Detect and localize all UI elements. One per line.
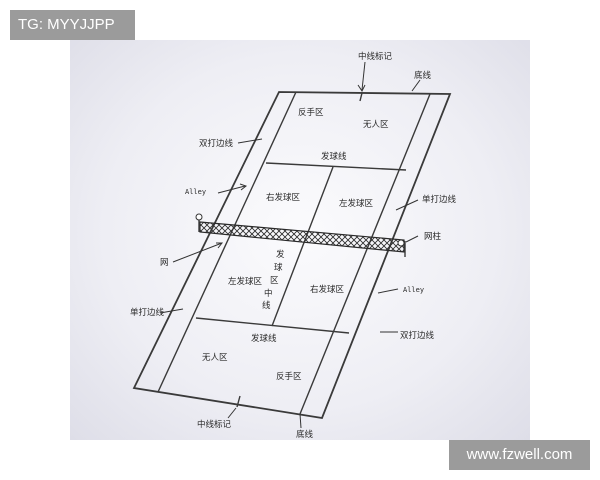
label-right-service-box-bottom: 右发球区 xyxy=(310,284,345,295)
label-center-mark-bottom: 中线标记 xyxy=(197,419,232,430)
label-alley-right: Alley xyxy=(403,286,424,294)
label-doubles-sideline-left: 双打边线 xyxy=(199,138,234,149)
label-singles-sideline-left: 单打边线 xyxy=(130,307,165,318)
label-center-line-char1: 发 xyxy=(276,249,285,260)
center-service-line xyxy=(271,166,334,327)
singles-sideline-right xyxy=(299,93,431,415)
label-no-mans-land-bottom: 无人区 xyxy=(202,353,228,363)
label-baseline-bottom: 底线 xyxy=(296,429,314,440)
label-net: 网 xyxy=(160,258,169,268)
label-alley-left: Alley xyxy=(185,188,206,196)
label-center-line-char2: 球 xyxy=(274,262,283,273)
label-service-line-top: 发球线 xyxy=(321,151,347,162)
center-mark-top xyxy=(359,92,363,102)
label-left-service-box-top: 左发球区 xyxy=(339,198,374,209)
label-singles-sideline-right: 单打边线 xyxy=(422,194,457,205)
label-backcourt-bottom: 反手区 xyxy=(276,371,302,382)
label-right-service-box: 右发球区 xyxy=(266,192,301,203)
service-line-top xyxy=(265,162,407,171)
center-mark-bottom xyxy=(236,395,241,408)
label-center-mark-top: 中线标记 xyxy=(358,51,393,62)
doubles-court-outline xyxy=(132,91,452,420)
annotation-arrows xyxy=(159,61,421,429)
watermark: www.fzwell.com xyxy=(449,440,590,470)
singles-sideline-left xyxy=(157,91,297,393)
net xyxy=(199,221,405,253)
label-center-line-char5: 线 xyxy=(262,300,271,311)
label-doubles-sideline-right: 双打边线 xyxy=(400,330,435,341)
label-backcourt-top: 反手区 xyxy=(298,107,324,118)
label-left-service-box-bottom: 左发球区 xyxy=(228,276,263,287)
label-baseline-top: 底线 xyxy=(414,70,432,81)
net-post-left-cap xyxy=(195,213,203,221)
overlay-tag: TG: MYYJJPP xyxy=(10,10,135,40)
label-center-line-char4: 中 xyxy=(264,288,273,299)
net-post-right-cap xyxy=(397,239,405,247)
label-no-mans-land-top: 无人区 xyxy=(363,120,389,130)
label-net-post: 网柱 xyxy=(424,231,442,242)
label-service-line-bottom: 发球线 xyxy=(251,333,277,344)
label-center-line-char3: 区 xyxy=(270,276,279,286)
